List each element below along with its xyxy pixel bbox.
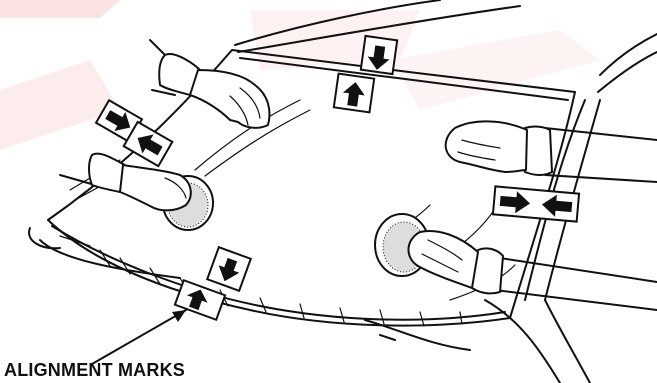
hand-right-top <box>446 121 657 182</box>
alignment-marks-caption: ALIGNMENT MARKS <box>4 360 185 381</box>
alignment-mark-bottom <box>175 247 251 320</box>
hand-left <box>60 154 191 211</box>
alignment-mark-right <box>493 186 579 221</box>
leader-line <box>92 310 186 364</box>
